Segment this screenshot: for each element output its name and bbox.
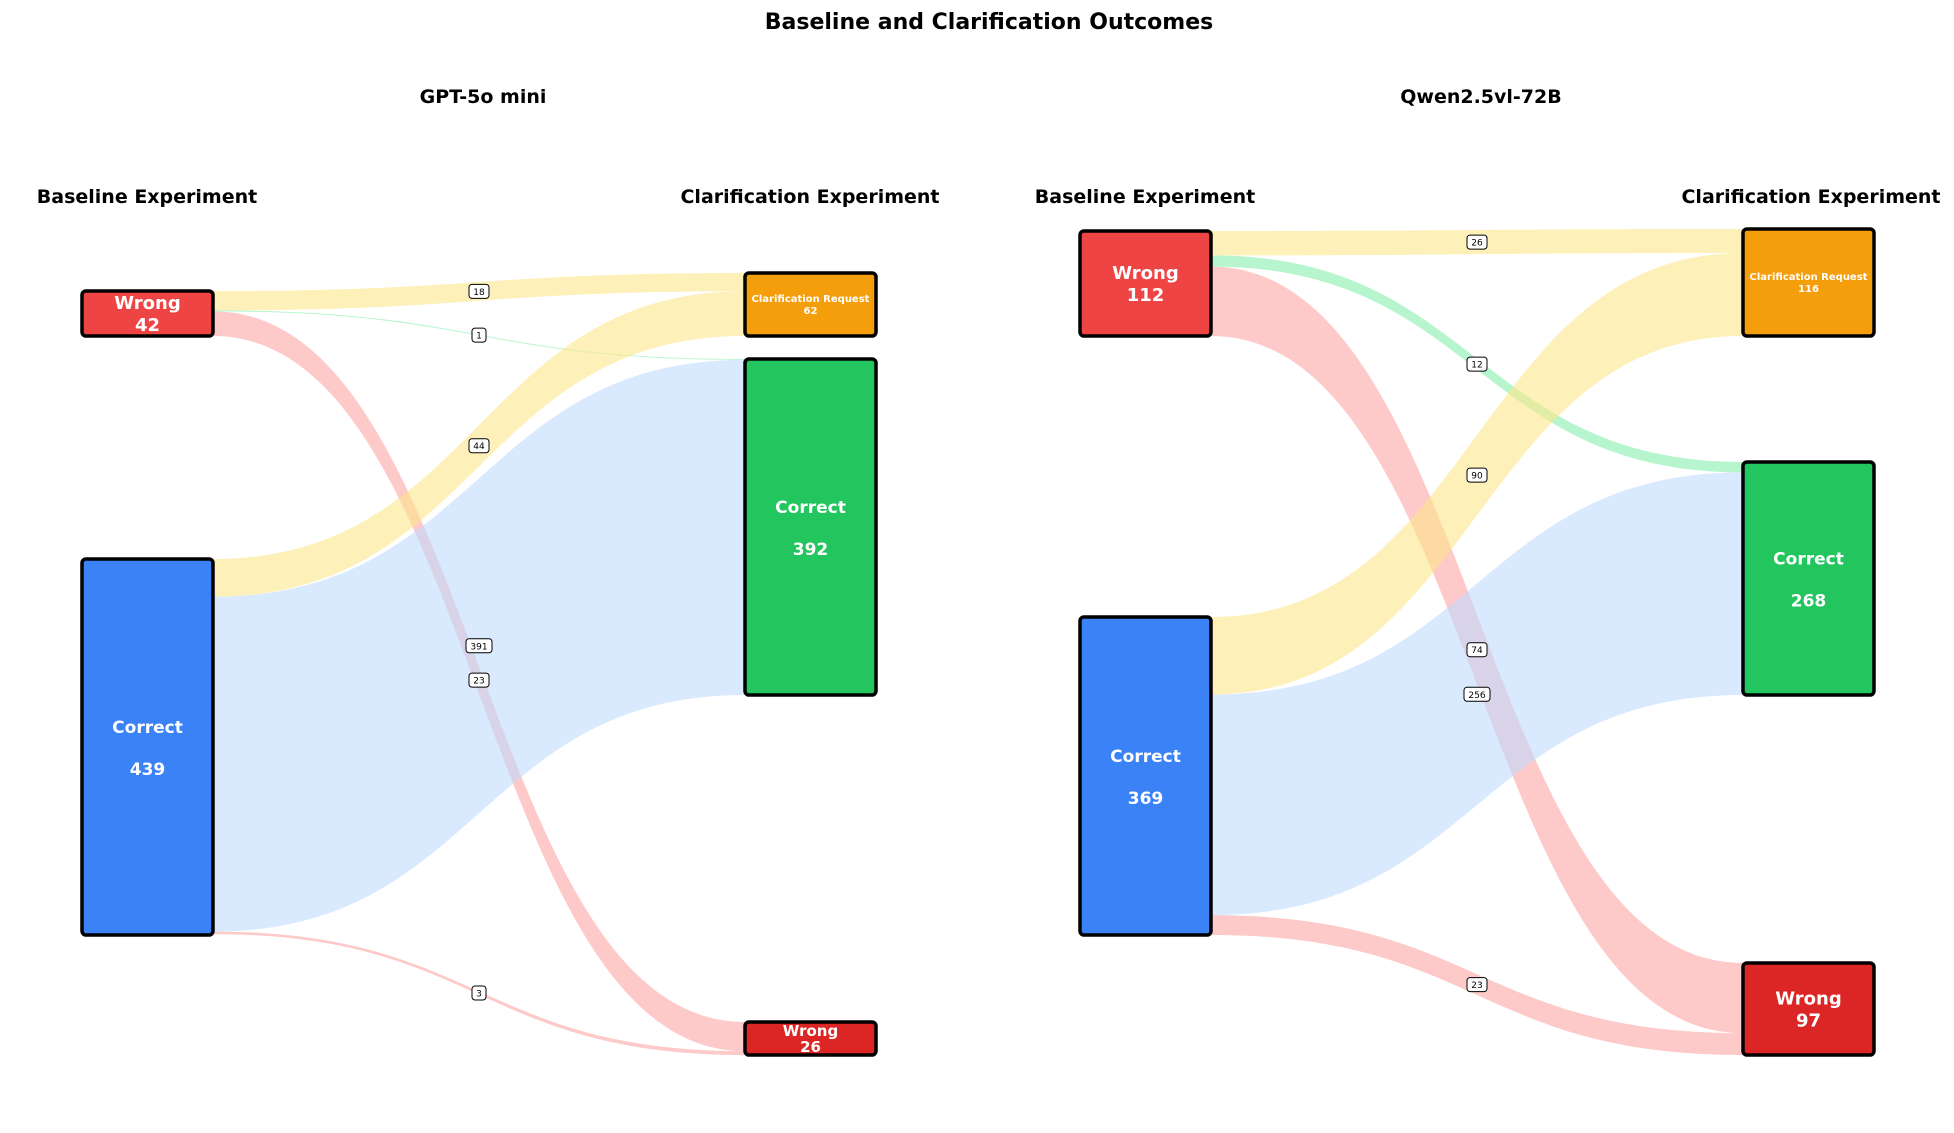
flow-label-text: 90 xyxy=(1471,472,1483,482)
flow-value-label: 44 xyxy=(468,438,490,454)
baseline-column-label: Baseline Experiment xyxy=(37,186,257,208)
node-box xyxy=(743,1020,878,1057)
flow-label-text: 74 xyxy=(1471,646,1483,656)
node-box xyxy=(1741,961,1876,1057)
flow-label-text: 44 xyxy=(473,442,485,452)
node-value: 42 xyxy=(135,315,160,336)
flow-label-text: 23 xyxy=(1471,981,1482,991)
clarification-column-label: Clarification Experiment xyxy=(680,186,939,208)
flow-value-label: 12 xyxy=(1466,356,1488,372)
flow-label-box xyxy=(1466,234,1488,250)
flow-label-box xyxy=(1466,467,1488,483)
flow-label-text: 1 xyxy=(476,332,482,342)
flow-label-text: 23 xyxy=(473,677,484,687)
node-label: Wrong xyxy=(783,1022,838,1040)
clarification-node-correct: Correct 392 xyxy=(743,357,878,697)
flow-label-text: 3 xyxy=(476,989,482,999)
flow-label-text: 12 xyxy=(1471,361,1482,371)
flow-label-text: 391 xyxy=(470,642,487,652)
flow-label-box xyxy=(471,327,487,343)
flow-value-label: 256 xyxy=(1463,686,1491,702)
panel-title: GPT-5o mini xyxy=(420,86,547,108)
panel-title: Qwen2.5vl-72B xyxy=(1400,86,1561,108)
node-value: 97 xyxy=(1796,1010,1821,1031)
flow-value-label: 3 xyxy=(471,985,487,1001)
flow-value-label: 391 xyxy=(465,638,493,654)
node-value: 62 xyxy=(804,306,818,317)
node-value: 439 xyxy=(130,760,166,780)
flow-label-box xyxy=(468,438,490,454)
node-box xyxy=(743,271,878,338)
flow-label-text: 18 xyxy=(473,288,485,298)
flow-label-text: 26 xyxy=(1471,239,1483,249)
node-label: Correct xyxy=(1773,550,1844,570)
flow-value-label: 23 xyxy=(1466,977,1488,993)
flow-label-box xyxy=(468,283,490,299)
flow-label-box xyxy=(465,638,493,654)
node-box xyxy=(80,557,215,937)
node-value: 392 xyxy=(793,540,829,560)
node-box xyxy=(1741,227,1876,338)
flow-label-text: 256 xyxy=(1468,691,1485,701)
flow-labels: 18 1 23 44 391 3 xyxy=(465,283,493,1001)
clarification-column-label: Clarification Experiment xyxy=(1681,186,1940,208)
flow-label-box xyxy=(1466,642,1488,658)
flow-label-box xyxy=(1466,977,1488,993)
node-box xyxy=(1078,229,1213,338)
baseline-column-label: Baseline Experiment xyxy=(1035,186,1255,208)
node-box xyxy=(1078,615,1213,937)
flows xyxy=(1211,229,1743,1055)
flow-value-label: 23 xyxy=(468,672,490,688)
clarification-node-correct: Correct 268 xyxy=(1741,460,1876,697)
node-value: 369 xyxy=(1128,789,1164,809)
flow-value-label: 74 xyxy=(1466,642,1488,658)
node-box xyxy=(1741,460,1876,697)
flow-value-label: 90 xyxy=(1466,467,1488,483)
node-label: Wrong xyxy=(1775,988,1841,1009)
flow-label-box xyxy=(1466,356,1488,372)
flow-value-label: 1 xyxy=(471,327,487,343)
baseline-node-correct: Correct 439 xyxy=(80,557,215,937)
node-box xyxy=(743,357,878,697)
flow-labels: 26 12 74 90 256 23 xyxy=(1463,234,1491,993)
flow-value-label: 26 xyxy=(1466,234,1488,250)
flows xyxy=(213,273,745,1055)
node-label: Clarification Request xyxy=(752,294,870,305)
node-label: Correct xyxy=(1110,747,1181,767)
node-value: 112 xyxy=(1127,285,1165,306)
node-value: 268 xyxy=(1791,592,1827,612)
node-label: Wrong xyxy=(1112,263,1178,284)
flow-label-box xyxy=(1463,686,1491,702)
node-value: 26 xyxy=(800,1038,821,1056)
flow-value-label: 18 xyxy=(468,283,490,299)
baseline-node-correct: Correct 369 xyxy=(1078,615,1213,937)
flow-label-box xyxy=(468,672,490,688)
node-value: 116 xyxy=(1798,284,1819,295)
figure-title: Baseline and Clarification Outcomes xyxy=(765,10,1213,35)
node-label: Correct xyxy=(112,718,183,738)
node-label: Clarification Request xyxy=(1750,272,1868,283)
node-label: Correct xyxy=(775,498,846,518)
node-label: Wrong xyxy=(114,293,180,314)
node-box xyxy=(80,289,215,338)
flow-label-box xyxy=(471,985,487,1001)
